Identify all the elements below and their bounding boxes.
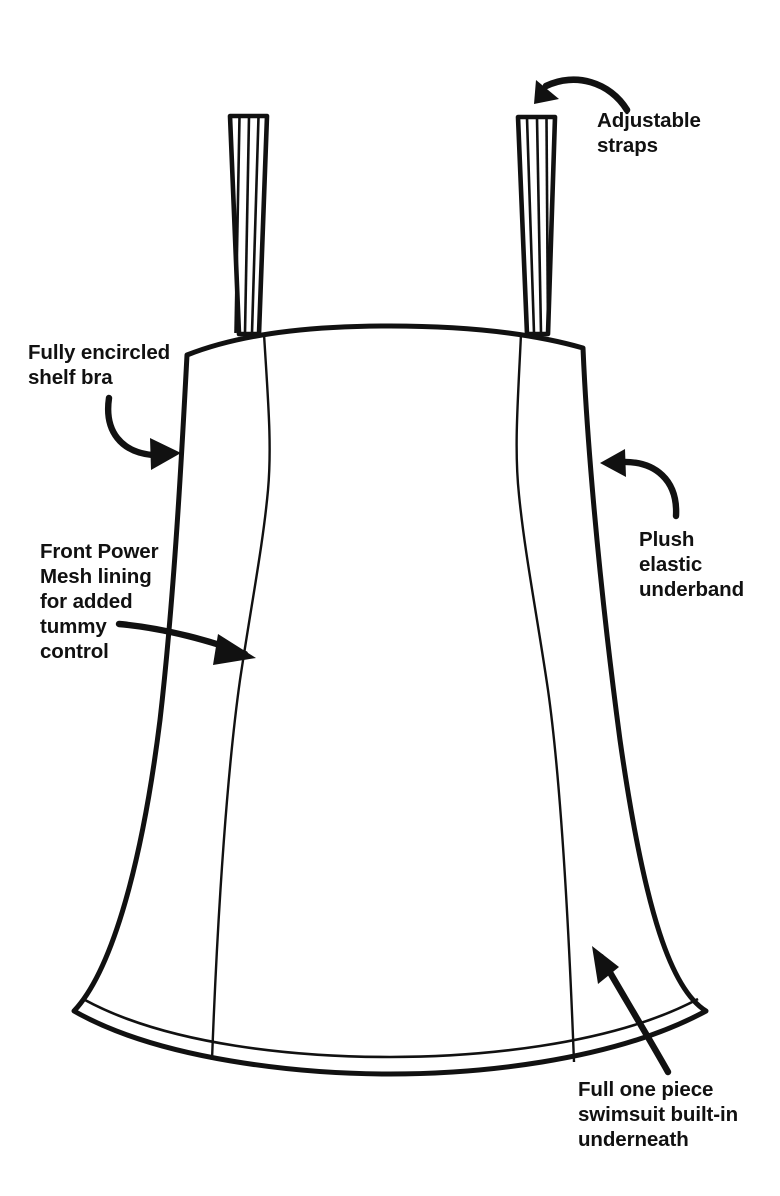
callout-adjustable-straps: Adjustable straps <box>597 109 701 157</box>
underband-arrow <box>600 449 680 520</box>
right-strap <box>515 114 558 337</box>
left-strap-seam-2 <box>243 116 251 334</box>
adjustable-straps-arrow <box>534 76 631 114</box>
right-strap-seam-1 <box>525 117 536 334</box>
shelf-bra-arrow <box>104 394 181 470</box>
one-piece-arrow <box>592 946 672 1076</box>
left-princess-seam <box>210 333 271 1061</box>
callout-plush-elastic-underband: Plush elastic underband <box>639 528 745 601</box>
callout-front-power-mesh-lining: Front Power Mesh lining for added tummy … <box>40 540 159 663</box>
right-strap-seam-3 <box>545 117 550 334</box>
callout-full-one-piece-swimsuit: Full one piece swimsuit built-in underne… <box>578 1078 739 1151</box>
left-strap-seam-3 <box>250 116 260 334</box>
right-strap-seam-2 <box>535 117 543 334</box>
left-strap <box>227 113 270 337</box>
power-mesh-arrow <box>115 620 256 665</box>
left-strap-seam-1 <box>234 116 241 334</box>
right-princess-seam <box>515 333 576 1063</box>
hem-band-line <box>84 997 699 1059</box>
callout-fully-encircled-shelf-bra: Fully encircled shelf bra <box>28 341 171 389</box>
